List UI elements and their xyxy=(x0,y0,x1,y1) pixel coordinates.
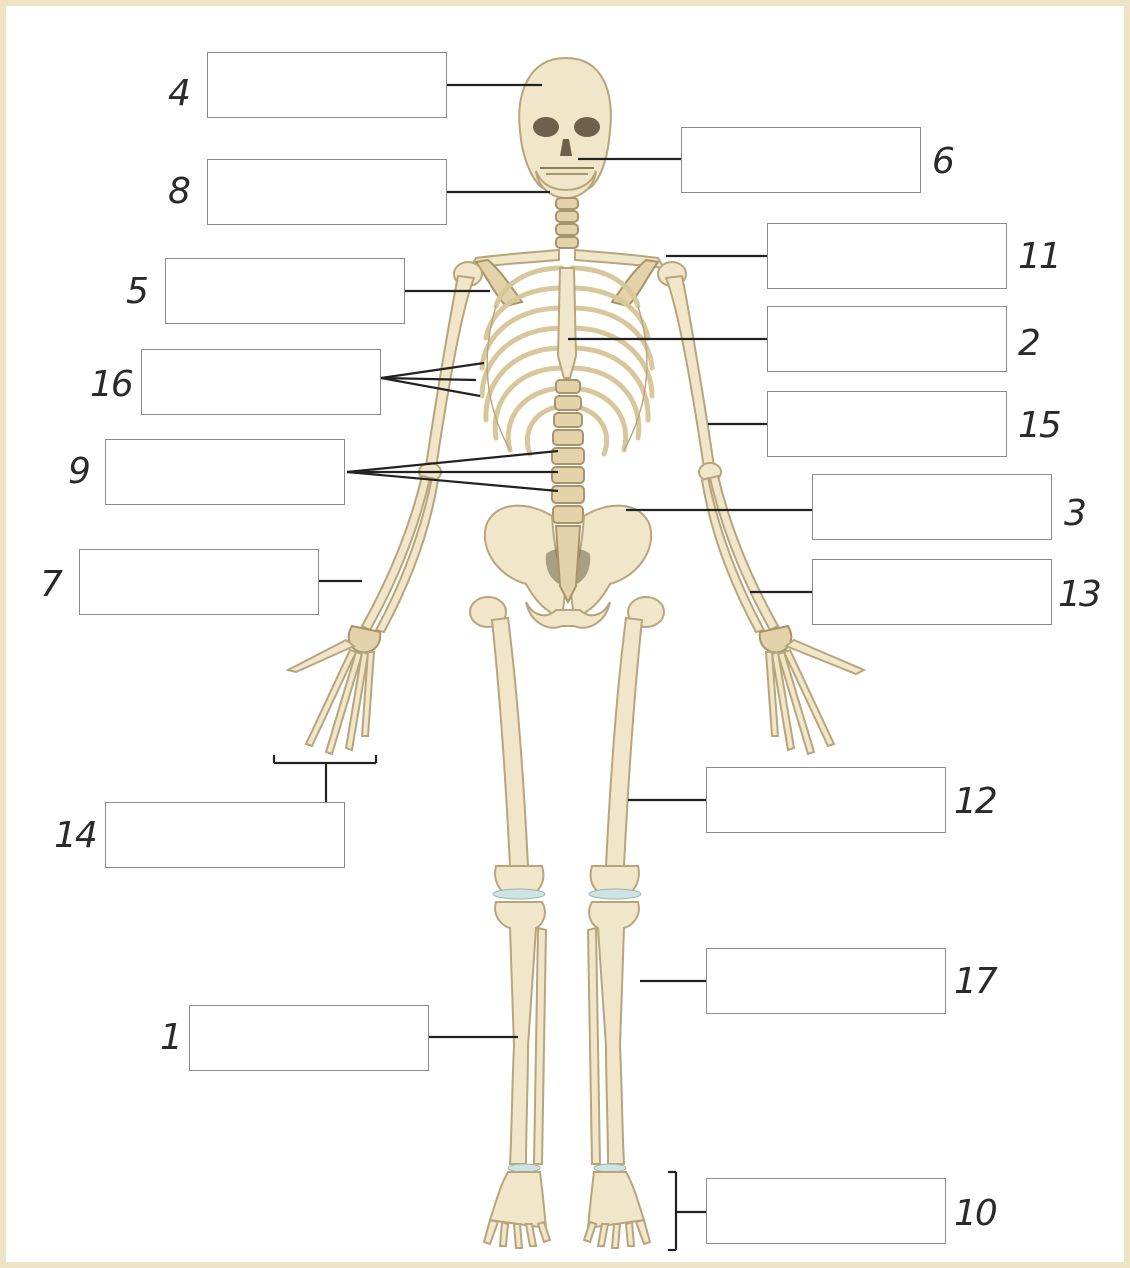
right-leg-drawing xyxy=(470,597,550,1248)
label-box-2[interactable] xyxy=(767,306,1007,372)
label-number-10: 10 xyxy=(954,1196,996,1232)
label-box-11[interactable] xyxy=(767,223,1007,289)
skeleton-worksheet: 4 8 5 16 9 7 14 1 6 11 2 15 3 13 12 17 1… xyxy=(6,6,1124,1262)
label-box-14[interactable] xyxy=(105,802,345,868)
right-arm-drawing xyxy=(288,276,474,754)
label-number-5: 5 xyxy=(126,274,147,310)
left-leg-drawing xyxy=(584,597,664,1248)
label-number-3: 3 xyxy=(1064,496,1085,532)
label-box-10[interactable] xyxy=(706,1178,946,1244)
label-number-7: 7 xyxy=(40,567,61,603)
label-number-14: 14 xyxy=(54,818,96,854)
label-number-17: 17 xyxy=(954,964,996,1000)
label-box-5[interactable] xyxy=(165,258,405,324)
label-box-4[interactable] xyxy=(207,52,447,118)
label-number-4: 4 xyxy=(168,76,189,112)
label-box-1[interactable] xyxy=(189,1005,429,1071)
label-box-3[interactable] xyxy=(812,474,1052,540)
label-box-13[interactable] xyxy=(812,559,1052,625)
leader-line-9 xyxy=(347,451,558,491)
label-number-2: 2 xyxy=(1018,326,1039,362)
label-number-11: 11 xyxy=(1018,239,1060,275)
leader-line-10 xyxy=(668,1172,706,1250)
label-number-13: 13 xyxy=(1058,577,1100,613)
leader-line-16 xyxy=(381,363,484,396)
label-number-9: 9 xyxy=(68,454,89,490)
label-box-9[interactable] xyxy=(105,439,345,505)
cervical-spine-drawing xyxy=(556,198,578,248)
label-box-17[interactable] xyxy=(706,948,946,1014)
leader-line-14 xyxy=(274,755,376,802)
label-box-12[interactable] xyxy=(706,767,946,833)
label-number-12: 12 xyxy=(954,784,996,820)
label-number-8: 8 xyxy=(168,174,189,210)
label-box-6[interactable] xyxy=(681,127,921,193)
label-number-6: 6 xyxy=(932,144,953,180)
label-number-1: 1 xyxy=(160,1020,181,1056)
label-box-8[interactable] xyxy=(207,159,447,225)
label-box-15[interactable] xyxy=(767,391,1007,457)
label-number-16: 16 xyxy=(90,367,132,403)
label-box-16[interactable] xyxy=(141,349,381,415)
label-number-15: 15 xyxy=(1018,408,1060,444)
skull-drawing xyxy=(519,58,611,198)
label-box-7[interactable] xyxy=(79,549,319,615)
